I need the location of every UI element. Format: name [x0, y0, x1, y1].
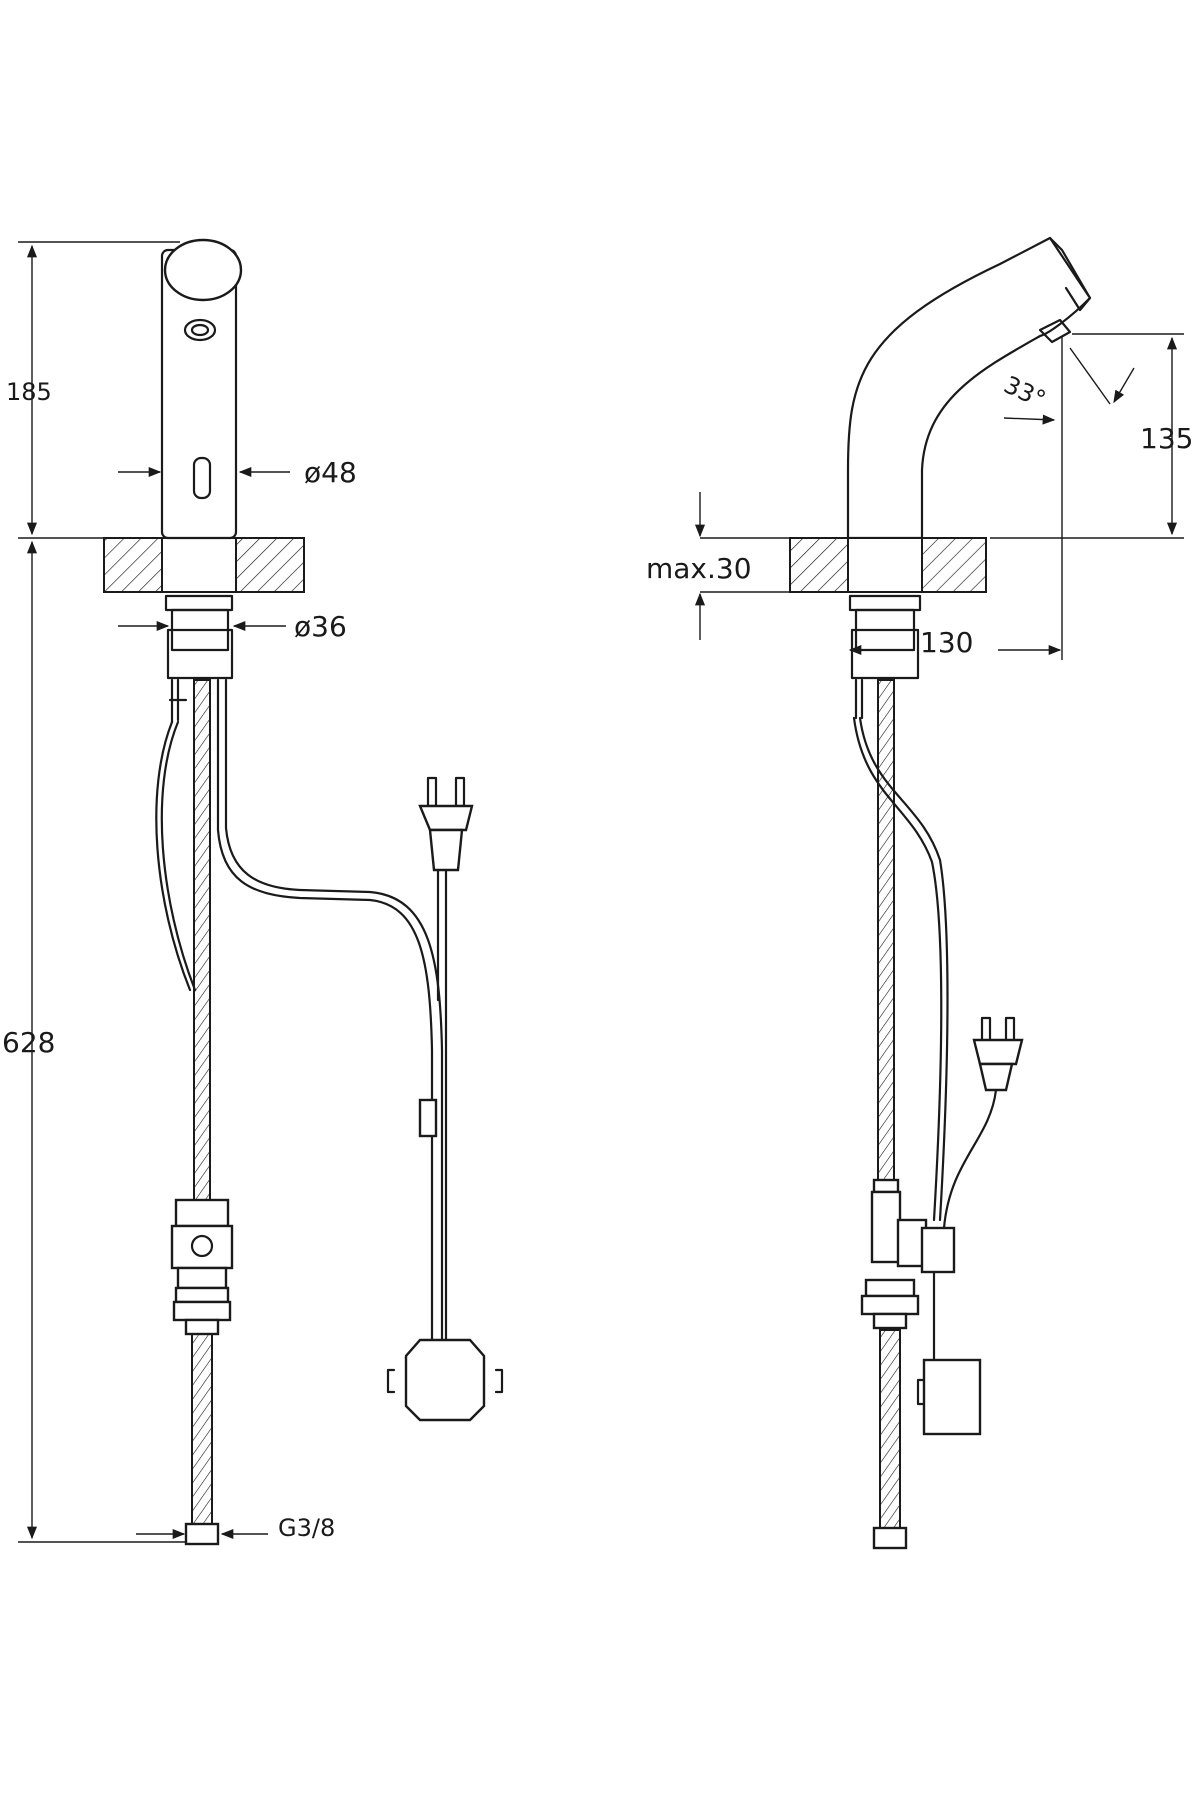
side-countertop	[789, 537, 987, 680]
front-valve-assembly	[170, 1198, 234, 1546]
side-view: max.30 135 130 33°	[646, 236, 1193, 1550]
dim-thread-label: G3/8	[278, 1514, 335, 1542]
side-spout	[846, 236, 1092, 540]
front-power-plug	[418, 776, 474, 1342]
front-countertop	[103, 537, 305, 593]
dim-angle	[1003, 347, 1135, 425]
dim-max-counter-label: max.30	[646, 552, 752, 585]
dim-height-lines	[18, 241, 190, 1543]
front-view: 185 628 ø48 ø36	[2, 238, 504, 1546]
dim-height-total-label: 628	[2, 1026, 55, 1059]
dim-shank-diameter-label: ø36	[294, 610, 347, 643]
front-control-box	[386, 1338, 504, 1422]
dim-body-diameter-label: ø48	[304, 456, 357, 489]
dim-angle-label: 33°	[1000, 371, 1050, 414]
front-supply-hose	[155, 678, 444, 1342]
side-valve-assembly	[860, 1178, 956, 1550]
dim-max-counter	[694, 492, 790, 640]
side-supply-hose	[852, 678, 949, 1222]
side-control-box	[916, 1270, 982, 1436]
dim-spout-height-label: 135	[1140, 422, 1193, 455]
dim-spout-height	[990, 333, 1184, 539]
dim-reach-label: 130	[920, 626, 973, 659]
side-power-plug	[942, 1016, 1024, 1230]
dim-height-top-label: 185	[6, 378, 52, 406]
dim-reach	[848, 336, 1063, 660]
front-faucet-body	[160, 238, 243, 680]
